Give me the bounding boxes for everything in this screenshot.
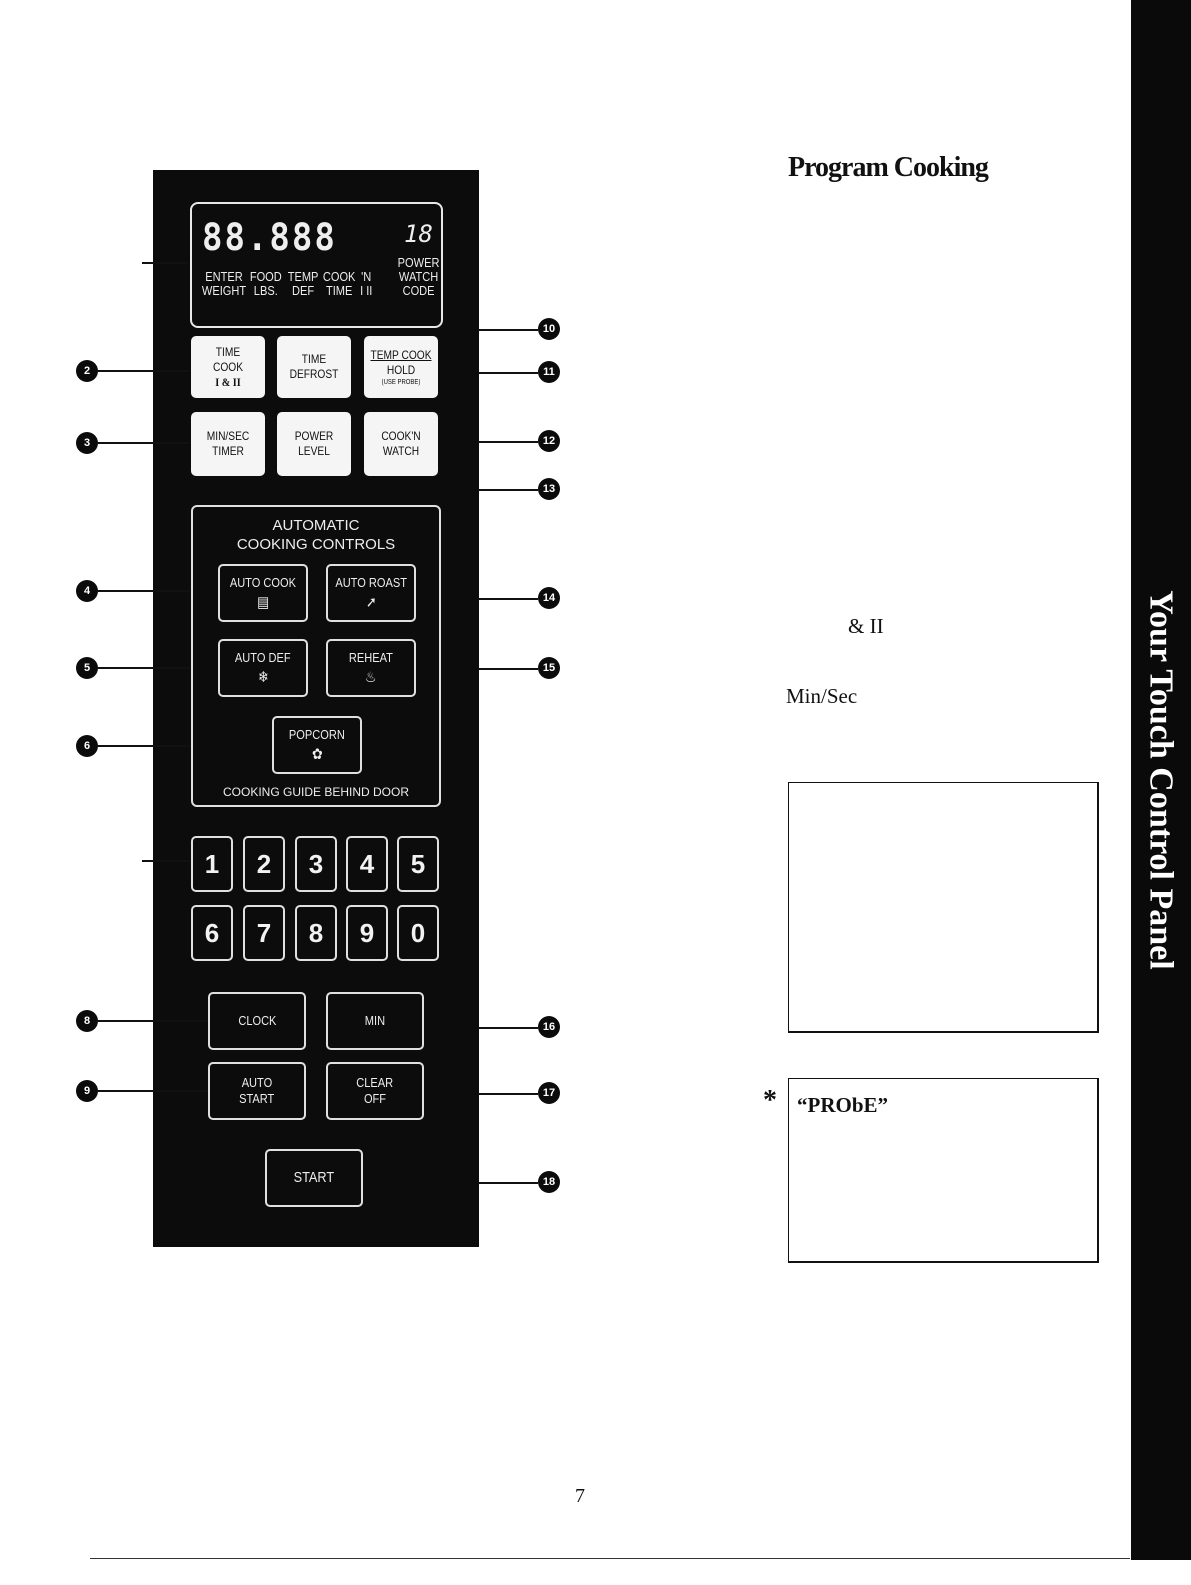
callout-line-16 [478,1027,538,1029]
clock-button[interactable]: CLOCK [208,992,306,1050]
time-defrost-button[interactable]: TIME DEFROST [277,336,351,398]
callout-line-7 [142,860,190,862]
callout-badge-18: 18 [538,1171,560,1193]
side-tab [1131,0,1191,1560]
callout-line-1 [142,262,188,264]
number-key-5[interactable]: 5 [397,836,439,892]
callout-badge-12: 12 [538,430,560,452]
auto-roast-button[interactable]: AUTO ROAST ➚ [326,564,416,622]
callout-line-13 [478,489,538,491]
asterisk-mark: * [763,1085,777,1116]
automatic-cooking-controls: AUTOMATIC COOKING CONTROLS AUTO COOK ▤ A… [191,505,441,807]
auto-cook-icon: ▤ [256,594,270,611]
clear-off-button[interactable]: CLEAR OFF [326,1062,424,1120]
callout-line-4 [98,590,190,592]
number-key-3[interactable]: 3 [295,836,337,892]
temp-cook-hold-button[interactable]: TEMP COOK HOLD (USE PROBE) [364,336,438,398]
callout-badge-17: 17 [538,1082,560,1104]
auto-box-subtitle: COOKING CONTROLS [236,536,396,553]
callout-badge-9: 9 [76,1080,98,1102]
reheat-button[interactable]: REHEAT ♨ [326,639,416,697]
number-key-9[interactable]: 9 [346,905,388,961]
callout-badge-3: 3 [76,432,98,454]
note-box [788,782,1099,1033]
callout-line-8 [98,1020,208,1022]
auto-start-button[interactable]: AUTO START [208,1062,306,1120]
callout-badge-5: 5 [76,657,98,679]
cooking-guide-note: COOKING GUIDE BEHIND DOOR [222,785,410,799]
callout-line-12 [478,441,538,443]
callout-line-18 [478,1182,538,1184]
time-cook-button[interactable]: TIME COOK I & II [191,336,265,398]
page-heading: Program Cooking [788,152,989,183]
number-key-7[interactable]: 7 [243,905,285,961]
number-key-8[interactable]: 8 [295,905,337,961]
page-number: 7 [575,1485,585,1507]
callout-line-17 [478,1093,538,1095]
callout-line-10 [478,329,538,331]
display-digits: 88.888 [202,216,337,260]
min-sec-timer-button[interactable]: MIN/SEC TIMER [191,412,265,476]
text-fragment-min-sec: Min/Sec [786,684,858,708]
auto-cook-button[interactable]: AUTO COOK ▤ [218,564,308,622]
number-key-4[interactable]: 4 [346,836,388,892]
reheat-icon: ♨ [365,669,377,686]
auto-roast-icon: ➚ [365,594,377,611]
power-level-button[interactable]: POWER LEVEL [277,412,351,476]
number-key-0[interactable]: 0 [397,905,439,961]
probe-note-box [788,1078,1099,1263]
callout-line-2 [98,370,190,372]
probe-note-text: “PRObE” [797,1093,889,1117]
callout-line-9 [98,1090,208,1092]
auto-defrost-button[interactable]: AUTO DEF ❄ [218,639,308,697]
start-button[interactable]: START [265,1149,363,1207]
auto-defrost-icon: ❄ [257,669,269,686]
side-tab-label: Your Touch Control Panel [1143,590,1181,970]
callout-badge-6: 6 [76,735,98,757]
callout-badge-15: 15 [538,657,560,679]
callout-line-14 [478,598,538,600]
callout-line-6 [98,745,190,747]
number-key-2[interactable]: 2 [243,836,285,892]
callout-badge-4: 4 [76,580,98,602]
text-fragment-i-ii: & II [848,614,884,638]
number-key-1[interactable]: 1 [191,836,233,892]
callout-badge-8: 8 [76,1010,98,1032]
auto-box-title: AUTOMATIC [272,517,360,534]
number-key-6[interactable]: 6 [191,905,233,961]
callout-line-5 [98,667,190,669]
cook-n-watch-button[interactable]: COOK'N WATCH [364,412,438,476]
callout-badge-2: 2 [76,360,98,382]
callout-badge-11: 11 [538,361,560,383]
callout-line-11 [478,372,538,374]
popcorn-icon: ✿ [311,746,323,763]
min-button[interactable]: MIN [326,992,424,1050]
callout-line-15 [478,668,538,670]
bottom-rule [90,1558,1130,1559]
popcorn-button[interactable]: POPCORN ✿ [272,716,362,774]
callout-line-3 [98,442,190,444]
callout-badge-10: 10 [538,318,560,340]
callout-badge-13: 13 [538,478,560,500]
display-power-digits: 18 [404,220,433,248]
callout-badge-14: 14 [538,587,560,609]
callout-badge-16: 16 [538,1016,560,1038]
